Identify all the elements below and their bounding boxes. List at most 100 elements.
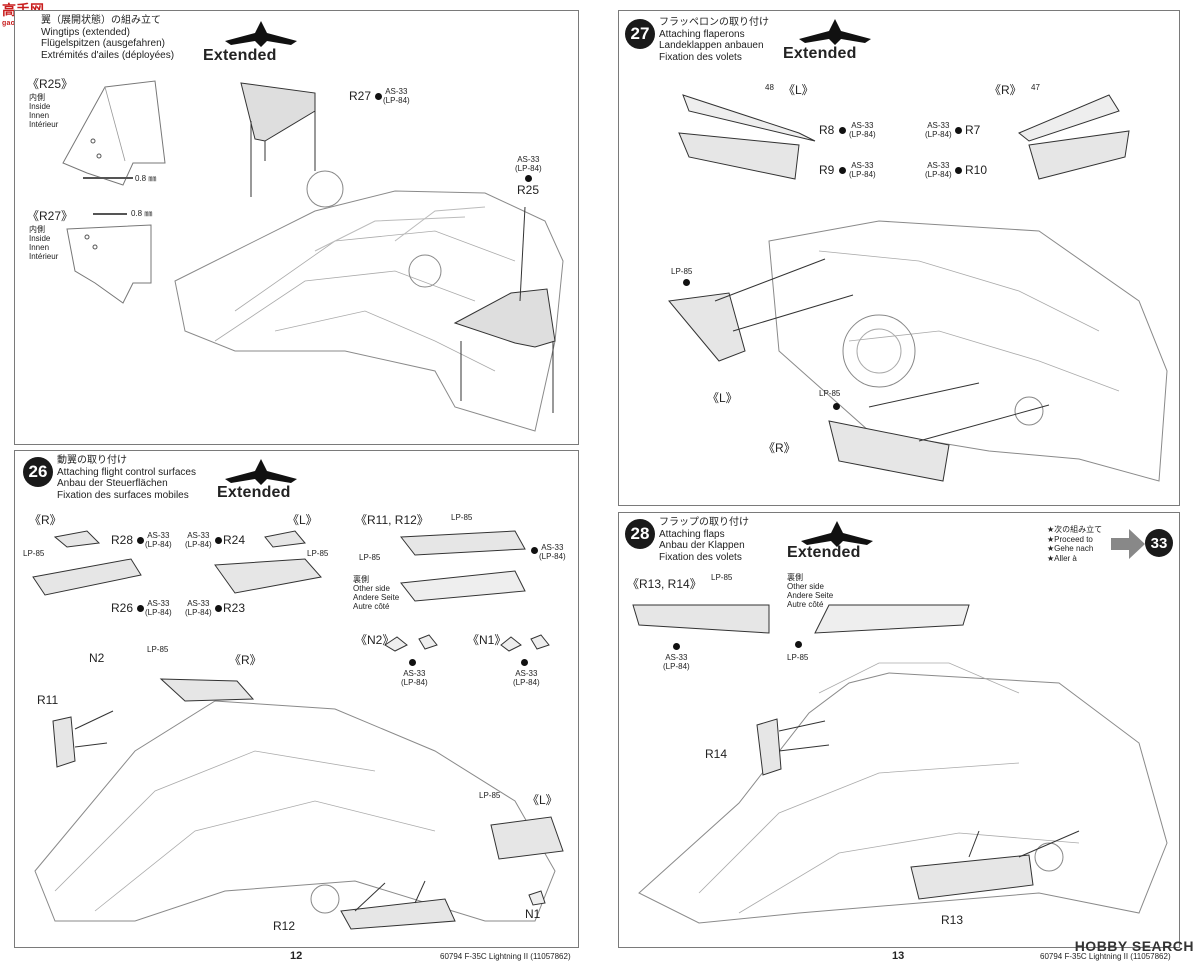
- lp85-note-l: LP-85: [671, 267, 693, 276]
- glue-dot-icon: [955, 167, 962, 174]
- r13-r14-heading: 《R13, R14》: [627, 577, 702, 591]
- n1-heading: 《N1》: [467, 633, 507, 647]
- proceed-arrow-icon: [1111, 529, 1145, 559]
- n2-heading: 《N2》: [355, 633, 395, 647]
- jet-silhouette-icon: [225, 459, 297, 485]
- r7-paint-note: AS-33(LP-84): [925, 121, 952, 139]
- r27-drill-size: 0.8 ㎜: [131, 209, 153, 218]
- lp85-note-l: LP-85: [307, 549, 329, 558]
- jet-silhouette-icon: [225, 21, 297, 47]
- left-side-heading: 《L》: [783, 83, 814, 97]
- left-part-label: 《L》: [527, 793, 558, 807]
- r28-paint-note: AS-33(LP-84): [145, 531, 172, 549]
- step-26-number: 26: [23, 457, 53, 487]
- lp85-note-r11: LP-85: [451, 513, 473, 522]
- n2-paint-note: AS-33(LP-84): [401, 669, 428, 687]
- glue-dot-icon: [215, 605, 222, 612]
- r11-r12-heading: 《R11, R12》: [355, 513, 429, 527]
- glue-dot-icon: [137, 605, 144, 612]
- part-r8-label: R8: [819, 123, 835, 137]
- right-part-label: 《R》: [763, 441, 796, 455]
- lp85-note-r: LP-85: [819, 389, 841, 398]
- glue-dot-icon: [795, 641, 802, 648]
- left-side-heading: 《L》: [287, 513, 318, 527]
- part-number-47: 47: [1031, 83, 1040, 92]
- part-r11-label: R11: [37, 693, 59, 707]
- r8-paint-note: AS-33(LP-84): [849, 121, 876, 139]
- jet-silhouette-icon: [799, 19, 871, 45]
- r25-inside-note: 内側 Inside Innen Intérieur: [29, 93, 59, 129]
- part-r9-label: R9: [819, 163, 835, 177]
- r26-paint-note: AS-33(LP-84): [145, 599, 172, 617]
- step-26-panel: 26 動翼の取り付け Attaching flight control surf…: [14, 450, 579, 948]
- extended-label: Extended: [203, 47, 277, 64]
- step-28-panel: 28 フラップの取り付け Attaching flaps Anbau der K…: [618, 512, 1180, 948]
- r27-paint-note: AS-33 (LP-84): [383, 87, 410, 105]
- step-27-illustration: [668, 94, 1168, 482]
- r25-drill-size: 0.8 ㎜: [135, 174, 157, 183]
- glue-dot-icon: [375, 93, 382, 100]
- part-r25-label: R25: [517, 183, 540, 197]
- r27-inside-note: 内側 Inside Innen Intérieur: [29, 225, 59, 261]
- glue-dot-icon: [137, 537, 144, 544]
- part-r7-label: R7: [965, 123, 981, 137]
- r9-paint-note: AS-33(LP-84): [849, 161, 876, 179]
- part-n1-label: N1: [525, 907, 541, 921]
- glue-dot-icon: [955, 127, 962, 134]
- part-r28-label: R28: [111, 533, 134, 547]
- flap-paint-note: AS-33(LP-84): [663, 653, 690, 671]
- lp85-note-r12: LP-85: [359, 553, 381, 562]
- right-part-label: 《R》: [229, 653, 262, 667]
- next-step-number: 33: [1145, 529, 1173, 557]
- glue-dot-icon: [531, 547, 538, 554]
- glue-dot-icon: [839, 127, 846, 134]
- r11-paint-note: AS-33(LP-84): [539, 543, 566, 561]
- lp85-note-r: LP-85: [23, 549, 45, 558]
- r23-paint-note: AS-33(LP-84): [185, 599, 212, 617]
- step-27-panel: 27 フラッペロンの取り付け Attaching flaperons Lande…: [618, 10, 1180, 506]
- extended-label: Extended: [787, 544, 861, 561]
- step-25-panel: 翼（展開状態）の組み立て Wingtips (extended) Flügels…: [14, 10, 579, 445]
- glue-dot-icon: [839, 167, 846, 174]
- page-number-right: 13: [892, 950, 905, 962]
- extended-label: Extended: [783, 45, 857, 62]
- lp85-note-lower: LP-85: [479, 791, 501, 800]
- part-r12-label: R12: [273, 919, 296, 933]
- part-r26-label: R26: [111, 601, 134, 615]
- other-side-note: 裏側 Other side Andere Seite Autre côté: [353, 575, 400, 611]
- hobbysearch-watermark: HOBBY SEARCH: [1074, 938, 1194, 954]
- lp85-note-flap: LP-85: [711, 573, 733, 582]
- r24-paint-note: AS-33(LP-84): [185, 531, 212, 549]
- part-r14-label: R14: [705, 747, 728, 761]
- glue-dot-icon: [673, 643, 680, 650]
- part-r23-label: R23: [223, 601, 246, 615]
- right-side-heading: 《R》: [989, 83, 1022, 97]
- step-25-titles: 翼（展開状態）の組み立て Wingtips (extended) Flügels…: [41, 15, 175, 61]
- r27-detail-heading: 《R27》: [27, 209, 74, 223]
- step-27-number: 27: [625, 19, 655, 49]
- glue-dot-icon: [683, 279, 690, 286]
- lp85-note-flap-back: LP-85: [787, 653, 809, 662]
- product-code-right: 60794 F-35C Lightning II (11057862): [1040, 952, 1171, 961]
- page-right: 27 フラッペロンの取り付け Attaching flaperons Lande…: [600, 0, 1200, 966]
- part-r13-label: R13: [941, 913, 964, 927]
- step-27-titles: フラッペロンの取り付け Attaching flaperons Landekla…: [659, 17, 769, 63]
- part-number-48: 48: [765, 83, 774, 92]
- other-side-note: 裏側 Other side Andere Seite Autre côté: [787, 573, 834, 609]
- glue-dot-icon: [215, 537, 222, 544]
- lp85-note-top: LP-85: [147, 645, 169, 654]
- part-r24-label: R24: [223, 533, 246, 547]
- jet-silhouette-icon: [801, 521, 873, 547]
- part-n2-label: N2: [89, 651, 105, 665]
- product-code-left: 60794 F-35C Lightning II (11057862): [440, 952, 571, 961]
- page-number-left: 12: [290, 950, 303, 962]
- part-r10-label: R10: [965, 163, 988, 177]
- step-28-titles: フラップの取り付け Attaching flaps Anbau der Klap…: [659, 517, 749, 563]
- glue-dot-icon: [409, 659, 416, 666]
- step-25-illustration: [62, 80, 564, 432]
- r10-paint-note: AS-33(LP-84): [925, 161, 952, 179]
- glue-dot-icon: [521, 659, 528, 666]
- step-26-illustration: [32, 530, 564, 930]
- extended-label: Extended: [217, 484, 291, 501]
- proceed-note: ★次の組み立て ★Proceed to ★Gehe nach ★Aller à: [1047, 525, 1103, 563]
